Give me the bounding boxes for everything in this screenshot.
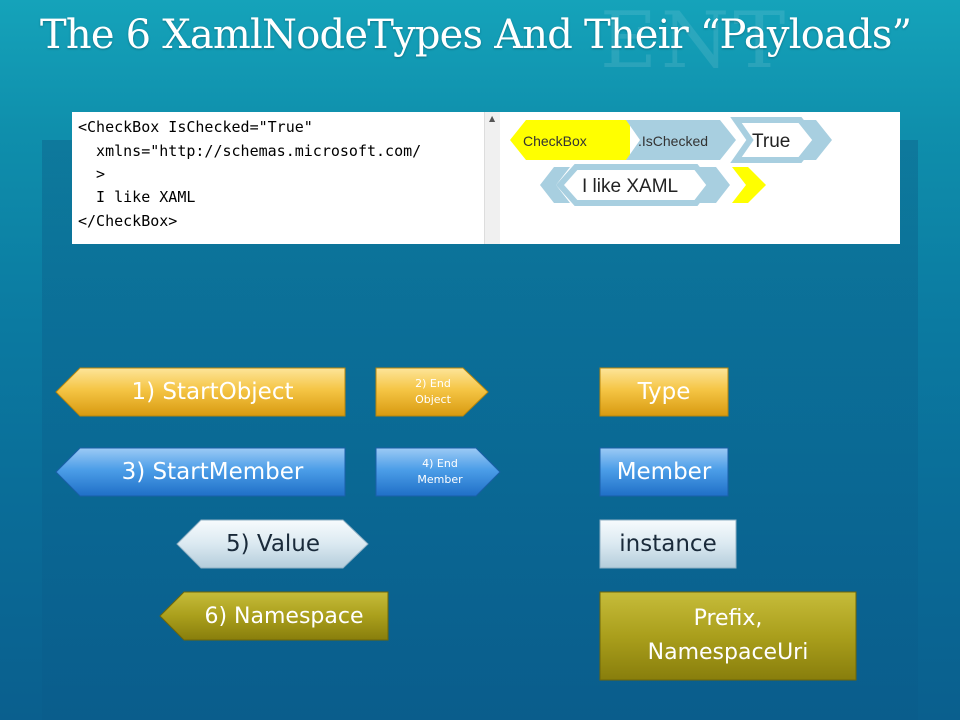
end-member-label-line: 4) End — [422, 457, 458, 470]
ischecked-token-label: .IsChecked — [638, 133, 708, 149]
end-member-shape — [375, 447, 501, 497]
end-object-label-line: 2) End — [415, 377, 451, 390]
end-member-label: 4) End Member — [390, 450, 490, 494]
start-member-shape — [55, 447, 346, 497]
value-shape — [176, 519, 369, 569]
code-sample: <CheckBox IsChecked="True" xmlns="http:/… — [72, 112, 484, 244]
end-object-shape — [375, 367, 489, 417]
true-token-label: True — [752, 131, 790, 152]
token-diagram-svg: CheckBox .IsChecked True I like XAML — [510, 117, 832, 206]
end-object-label-line: Object — [415, 393, 451, 406]
end-member-label-line: Member — [417, 473, 463, 486]
code-scrollbar[interactable]: ▲ — [484, 112, 501, 244]
type-payload-shape — [599, 367, 729, 417]
start-object-shape — [55, 367, 346, 417]
prefix-payload-line: Prefix, — [693, 606, 763, 631]
value-label: 5) Value — [225, 531, 321, 557]
prefix-payload-label: Prefix, NamespaceUri — [600, 592, 856, 680]
member-payload-shape — [599, 447, 729, 497]
title-watermark: ENT — [600, 0, 790, 86]
code-line: </CheckBox> — [78, 212, 178, 230]
scroll-up-icon[interactable]: ▲ — [489, 114, 496, 123]
value-token-left — [540, 167, 570, 203]
value-token-right — [696, 167, 730, 203]
true-token-end — [802, 120, 832, 160]
true-token-white — [730, 117, 820, 163]
namespace-label: 6) Namespace — [204, 603, 364, 629]
checkbox-token — [510, 120, 630, 160]
prefix-payload-line: NamespaceUri — [647, 640, 809, 665]
end-object-label: 2) End Object — [386, 370, 480, 414]
prefix-payload-shape — [599, 591, 857, 681]
token-diagram: CheckBox .IsChecked True I like XAML — [500, 112, 900, 244]
end-object-token — [732, 167, 766, 203]
start-member-label: 3) StartMember — [121, 459, 304, 485]
instance-payload-shape — [599, 519, 737, 569]
checkbox-token-label: CheckBox — [523, 133, 587, 149]
instance-payload-label: instance — [619, 531, 717, 557]
namespace-shape — [159, 591, 389, 641]
code-line: I like XAML — [78, 188, 196, 206]
type-payload-label: Type — [637, 379, 691, 405]
ischecked-token — [626, 120, 736, 160]
member-payload-label: Member — [616, 459, 712, 485]
slide-title: The 6 XamlNodeTypes And Their “Payloads” — [40, 12, 912, 58]
value-token-label: I like XAML — [582, 176, 678, 197]
code-line: <CheckBox IsChecked="True" — [78, 118, 313, 136]
code-line: > — [78, 165, 106, 183]
code-line: xmlns="http://schemas.microsoft.com/ — [78, 142, 422, 160]
start-object-label: 1) StartObject — [131, 379, 294, 405]
